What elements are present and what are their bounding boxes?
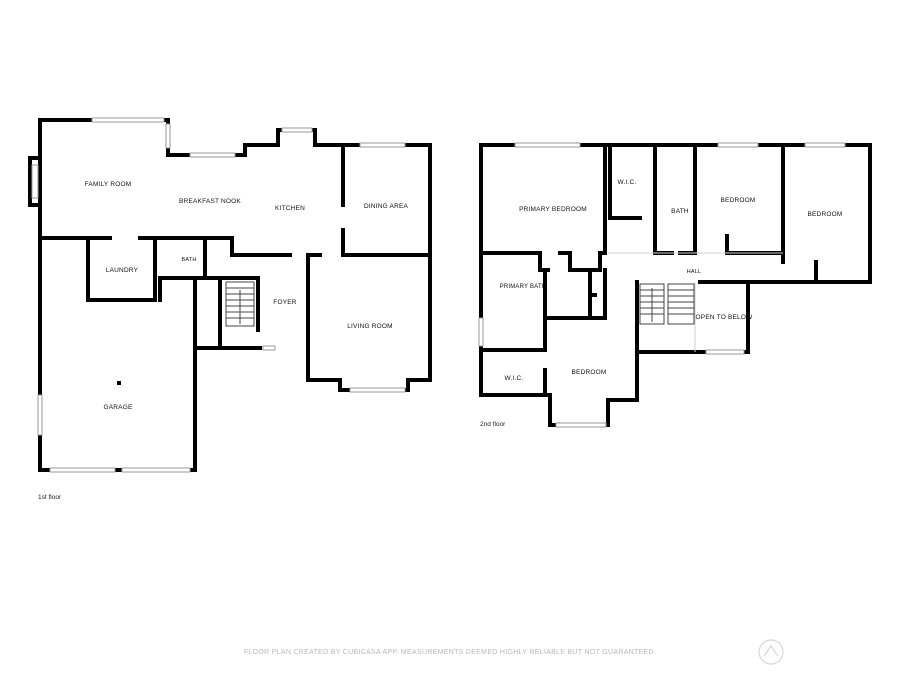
laundry-wall [86, 236, 157, 302]
room-foyer: FOYER [273, 299, 296, 306]
fireplace-bump [28, 156, 42, 207]
fireplace-icon [31, 164, 39, 199]
room-breakfast-nook: BREAKFAST NOOK [179, 198, 241, 205]
room-bedroom-a: BEDROOM [721, 197, 756, 204]
second-floor-plan: PRIMARY BEDROOM W.I.C. BATH BEDROOM BEDR… [478, 142, 872, 428]
window [514, 142, 581, 148]
bath-top-wall [678, 143, 697, 255]
window [37, 394, 43, 436]
garage-door [121, 467, 191, 473]
first-floor-stairs [225, 281, 255, 327]
watermark-logo-icon [758, 639, 784, 665]
window [91, 117, 165, 123]
second-floor-stairs [639, 283, 695, 325]
room-wic-top: W.I.C. [618, 179, 637, 186]
room-open-to-below: OPEN TO BELOW [696, 314, 754, 321]
foyer-wall [193, 276, 262, 350]
room-bedroom-b: BEDROOM [808, 211, 843, 218]
room-family-room: FAMILY ROOM [85, 181, 132, 188]
garage-marker [117, 381, 121, 385]
room-primary-bedroom: PRIMARY BEDROOM [519, 206, 587, 213]
dining-wall [306, 143, 432, 257]
window [804, 142, 846, 148]
room-primary-bath: PRIMARY BATH [500, 284, 547, 290]
second-floor-outer-wall [479, 143, 872, 427]
window [189, 152, 236, 158]
room-garage: GARAGE [103, 404, 132, 411]
room-bath: BATH [181, 257, 196, 263]
room-bedroom-c: BEDROOM [572, 369, 607, 376]
room-kitchen: KITCHEN [275, 205, 305, 212]
bath-wall [153, 236, 207, 302]
room-dining-area: DINING AREA [364, 203, 409, 210]
garage-door [49, 467, 116, 473]
window [359, 142, 406, 148]
kitchen-counter-wall [203, 236, 292, 257]
room-wic-bottom: W.I.C. [505, 375, 524, 382]
window [705, 349, 745, 355]
closet-wall [588, 268, 607, 320]
second-floor-label: 2nd floor [480, 421, 506, 428]
window [165, 123, 171, 149]
first-floor-label: 1st floor [38, 494, 62, 501]
room-hall: HALL [687, 269, 702, 275]
wic-top-wall [608, 143, 674, 255]
window [717, 142, 759, 148]
room-bath-upper: BATH [671, 208, 689, 215]
window [349, 387, 406, 393]
room-living-room: LIVING ROOM [347, 323, 393, 330]
entry-door [262, 345, 276, 351]
first-floor-left-wall [38, 118, 197, 472]
window [281, 127, 313, 133]
stair-wall [635, 280, 750, 327]
window [478, 317, 484, 347]
bedroom-c-wall [543, 316, 639, 354]
first-floor-plan: FAMILY ROOM BREAKFAST NOOK KITCHEN DININ… [28, 117, 432, 501]
footer-disclaimer: FLOOR PLAN CREATED BY CUBICASA APP. MEAS… [244, 649, 656, 656]
window [555, 422, 607, 428]
room-laundry: LAUNDRY [106, 267, 139, 274]
